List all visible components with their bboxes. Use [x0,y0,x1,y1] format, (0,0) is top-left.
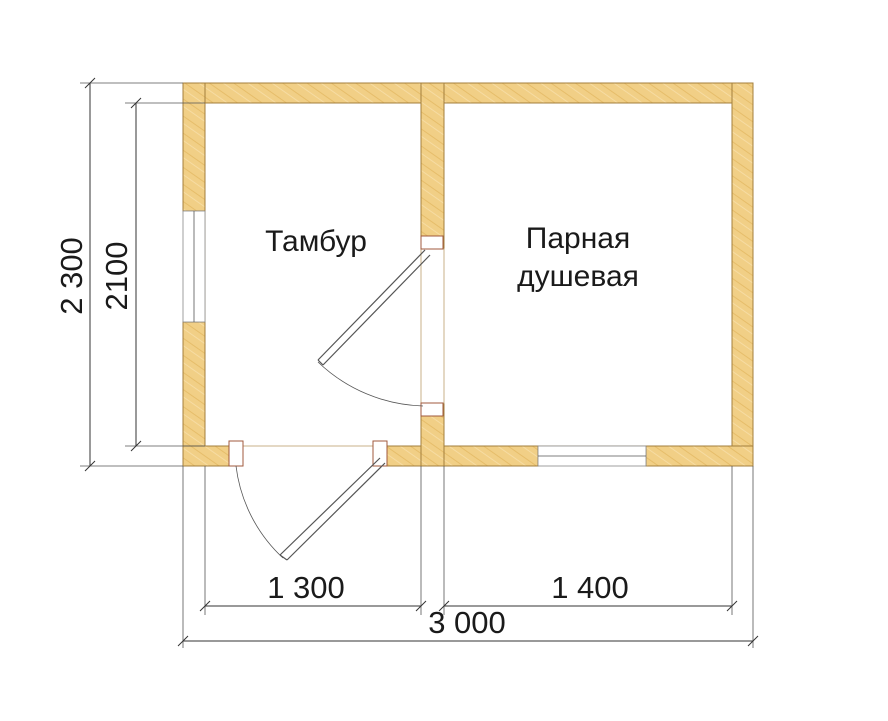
wall-left-upper [182,82,206,212]
dim-label-bottom-total: 3 000 [428,605,506,640]
partition-upper [420,82,445,249]
dim-label-left-outer: 2 300 [54,237,89,315]
door-interior [317,235,444,417]
room-label-vestibule: Тамбур [265,225,367,258]
dim-label-left-inner: 2100 [99,242,134,311]
wall-bottom-right [645,445,754,467]
wall-right [731,82,754,467]
door-entrance [228,440,388,561]
wall-top [182,82,754,104]
wall-bottom-middle [385,445,539,467]
room-label-steam-line1: Парная [526,222,630,255]
dim-label-bottom-right: 1 400 [551,570,629,605]
windows [182,210,647,467]
wall-bottom-left [182,445,230,467]
dim-label-bottom-left: 1 300 [267,570,345,605]
walls [182,82,754,467]
dimension-lines [80,77,759,648]
wall-left-lower [182,321,206,467]
room-label-steam-line2: душевая [517,260,639,293]
